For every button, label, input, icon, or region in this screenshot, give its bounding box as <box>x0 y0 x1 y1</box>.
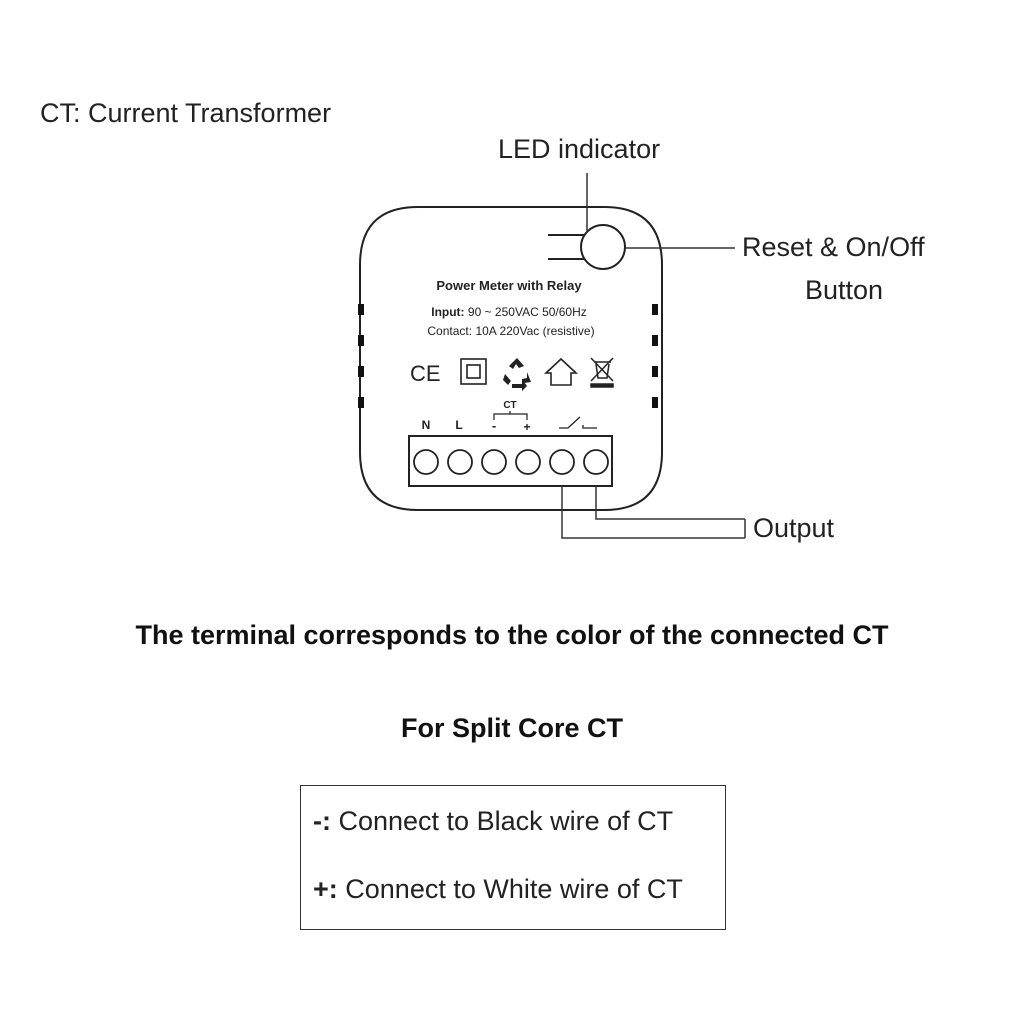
ct-group-label: CT <box>503 400 516 411</box>
side-clips <box>358 304 658 408</box>
contact-key: Contact: <box>427 324 472 338</box>
weee-bin-icon <box>590 357 614 388</box>
terminal-block <box>408 435 613 487</box>
black-wire-text: Connect to Black wire of CT <box>330 806 674 836</box>
terminal-screw <box>413 449 439 475</box>
minus-symbol: -: <box>313 806 331 836</box>
white-wire-text: Connect to White wire of CT <box>337 874 683 904</box>
plus-symbol: +: <box>313 874 338 904</box>
terminal-screw <box>549 449 575 475</box>
class-II-icon <box>460 358 487 385</box>
led-indicator-label: LED indicator <box>498 134 661 164</box>
output-wire-left <box>561 486 745 539</box>
reset-button-label: Reset & On/Off <box>742 232 925 262</box>
device-body <box>359 206 663 511</box>
ct-bracket <box>493 411 528 420</box>
input-key: Input: <box>431 305 464 319</box>
device-title: Power Meter with Relay <box>436 278 582 293</box>
black-wire-rule: -: Connect to Black wire of CT <box>313 806 673 837</box>
device-contact-spec: Contact: 10A 220Vac (resistive) <box>427 324 594 338</box>
ct-legend: CT: Current Transformer <box>40 98 332 128</box>
ct-wire-legend-box: -: Connect to Black wire of CT +: Connec… <box>300 785 726 930</box>
terminal-label-l: L <box>455 418 462 432</box>
reset-button-icon[interactable] <box>580 224 626 270</box>
output-wire-right <box>595 486 745 520</box>
input-value: 90 ~ 250VAC 50/60Hz <box>468 305 587 319</box>
terminal-label-ct-minus: - <box>492 418 496 433</box>
white-wire-rule: +: Connect to White wire of CT <box>313 874 683 905</box>
terminal-label-ct-plus: + <box>523 420 530 434</box>
ce-mark-icon: CE <box>410 361 441 386</box>
output-label: Output <box>753 513 835 543</box>
terminal-label-n: N <box>422 418 431 432</box>
terminal-screws <box>413 449 609 475</box>
relay-switch-icon <box>559 416 597 429</box>
terminal-screw <box>447 449 473 475</box>
recycle-icon <box>503 358 531 391</box>
terminal-screw <box>583 449 609 475</box>
contact-value: 10A 220Vac (resistive) <box>475 324 594 338</box>
indoor-use-icon <box>543 357 579 386</box>
split-core-heading: For Split Core CT <box>401 713 623 743</box>
reset-button-label-cont: Button <box>805 275 884 305</box>
device-input-spec: Input: 90 ~ 250VAC 50/60Hz <box>431 305 587 319</box>
terminal-screw <box>515 449 541 475</box>
terminal-color-heading: The terminal corresponds to the color of… <box>135 620 889 650</box>
terminal-screw <box>481 449 507 475</box>
